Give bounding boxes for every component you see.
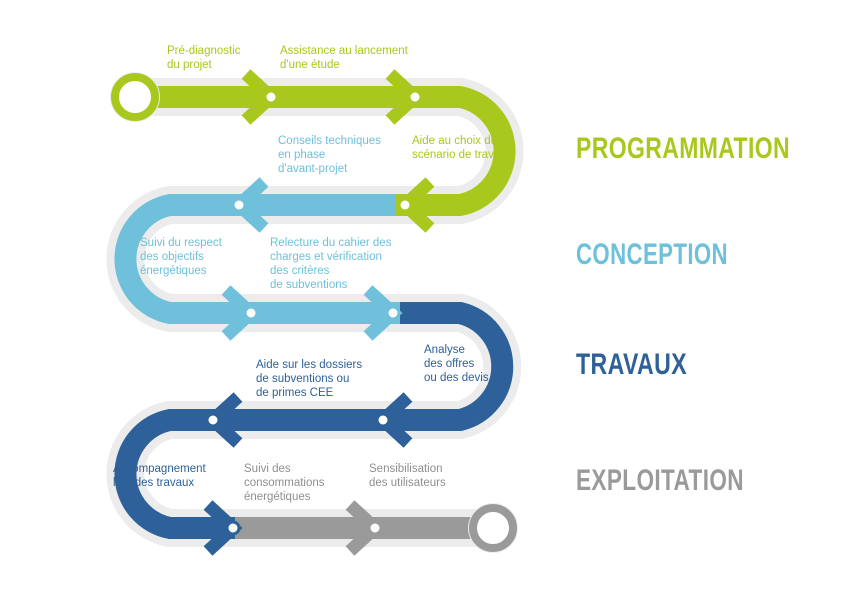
node-suivi-respect <box>243 305 259 321</box>
node-accompagnement <box>225 520 241 536</box>
node-prediag <box>263 89 279 105</box>
phase-conception: CONCEPTION <box>576 238 728 271</box>
step-nodes <box>205 89 423 536</box>
label-relecture: Relecture du cahier des charges et vérif… <box>270 237 395 291</box>
node-choix <box>397 197 413 213</box>
track-travaux <box>114 302 514 539</box>
label-prediag: Pré-diagnostic du projet <box>167 45 244 71</box>
start-circle <box>110 72 160 122</box>
label-assistance: Assistance au lancement d'une étude <box>280 45 411 71</box>
label-suivi-conso: Suivi des consommations énergétiques <box>244 463 328 503</box>
label-conseils: Conseils techniques en phase d'avant-pro… <box>278 135 384 175</box>
node-sensibilisation <box>367 520 383 536</box>
label-aide-dossiers: Aide sur les dossiers de subventions ou … <box>256 359 365 399</box>
label-suivi-respect: Suivi du respect des objectifs énergétiq… <box>140 237 225 277</box>
label-choix: Aide au choix du scénario de travaux <box>412 135 513 161</box>
label-accompagnement: Accompagnement lors des travaux <box>113 463 209 489</box>
node-assistance <box>407 89 423 105</box>
end-circle <box>468 503 518 553</box>
node-relecture <box>385 305 401 321</box>
track-programmation <box>135 86 516 216</box>
node-conseils <box>231 197 247 213</box>
phase-programmation: PROGRAMMATION <box>576 132 790 165</box>
node-aide-dossiers <box>205 412 221 428</box>
phase-exploitation: EXPLOITATION <box>576 464 744 497</box>
label-sensibilisation: Sensibilisation des utilisateurs <box>369 463 446 489</box>
node-analyse <box>375 412 391 428</box>
phase-travaux: TRAVAUX <box>576 348 687 381</box>
track-conception <box>114 194 400 324</box>
label-analyse: Analyse des offres ou des devis <box>424 344 489 384</box>
